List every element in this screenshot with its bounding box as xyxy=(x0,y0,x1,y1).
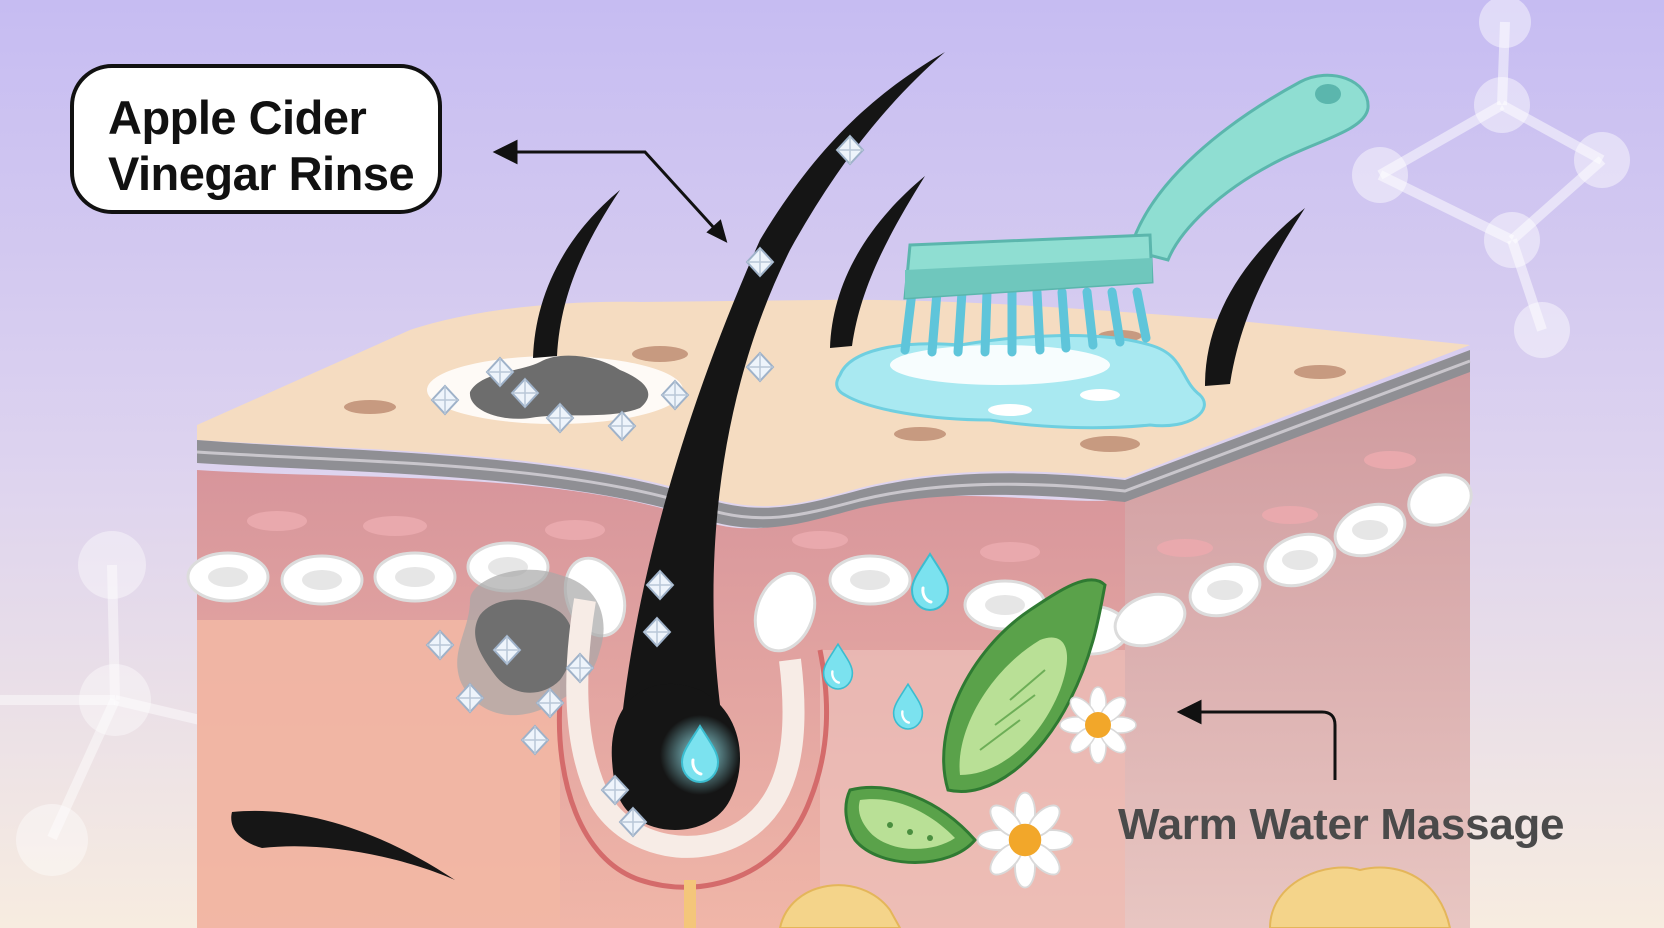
skin-block xyxy=(186,299,1473,928)
arrow-icon xyxy=(492,139,1337,780)
brush-icon xyxy=(900,73,1370,357)
hair-strands xyxy=(533,52,1305,760)
molecule-icon xyxy=(1352,0,1630,358)
molecule-icon xyxy=(0,531,202,876)
water-puddle xyxy=(835,334,1206,430)
aloe-leaf-icon xyxy=(844,578,1107,864)
sebaceous-gland xyxy=(231,810,455,880)
warm-water-massage-label: Warm Water Massage xyxy=(1118,800,1565,849)
apple-cider-vinegar-callout: Apple Cider Vinegar Rinse xyxy=(70,64,442,214)
callout-text-line-1: Apple Cider xyxy=(108,91,367,144)
buildup xyxy=(427,355,683,716)
callout-text-line-2: Vinegar Rinse xyxy=(108,147,415,200)
